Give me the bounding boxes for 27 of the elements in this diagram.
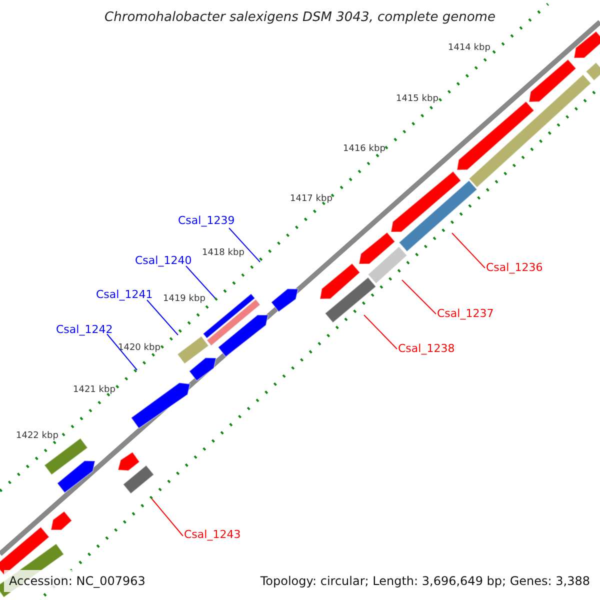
leader-line [146,300,178,336]
position-label: 1417 kbp [290,195,332,204]
leader-line [228,228,260,262]
position-label: 1414 kbp [448,44,490,53]
gene-label: Csal_1242 [56,324,113,335]
gene-label: Csal_1236 [486,262,543,273]
gene-label: Csal_1241 [96,289,153,300]
leader-line [402,280,436,314]
position-label: 1420 kbp [118,344,160,353]
leader-line [152,498,184,536]
genome-info: Topology: circular; Length: 3,696,649 bp; Genes: 3,388 [260,573,590,590]
position-label: 1418 kbp [202,249,244,258]
gene-label: Csal_1243 [184,529,241,540]
position-label: 1416 kbp [343,145,386,154]
leader-line [106,334,138,370]
gene-label: Csal_1237 [437,308,494,319]
position-label: 1422 kbp [16,432,58,441]
gene-label: Csal_1240 [135,255,192,266]
position-label: 1419 kbp [163,295,206,304]
position-label: 1415 kbp [396,95,438,104]
leader-line [364,314,398,350]
title: Chromohalobacter salexigens DSM 3043, complete genome [104,9,496,27]
gene-label: Csal_1238 [398,343,455,354]
leader-line [186,266,216,298]
gene-label: Csal_1239 [178,215,235,226]
leader-line [452,232,486,268]
position-label: 1421 kbp [73,386,116,395]
